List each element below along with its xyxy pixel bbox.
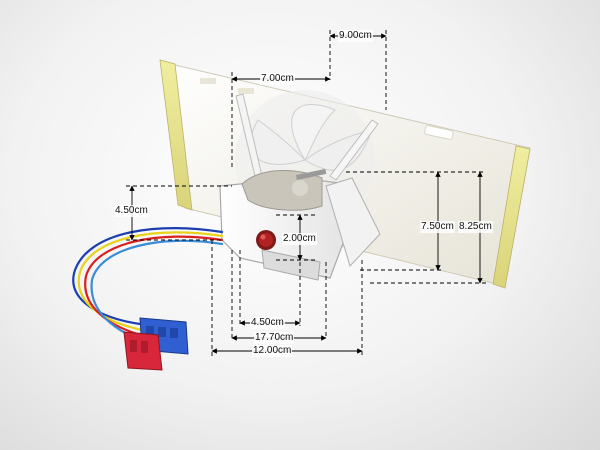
dim-base-c: 12.00cm <box>252 345 293 357</box>
dim-height-inner: 7.50cm <box>420 221 455 233</box>
dim-base-b: 17.70cm <box>254 332 295 344</box>
motor-housing <box>219 168 381 281</box>
dim-side-height-left: 4.50cm <box>114 205 149 217</box>
dim-base-a: 4.50cm <box>250 317 285 329</box>
dim-height-outer: 8.25cm <box>458 221 493 233</box>
window-lens <box>259 233 273 247</box>
dim-window-size: 2.00cm <box>282 233 317 245</box>
dim-fan-width: 7.00cm <box>260 73 295 85</box>
connector-plug <box>123 317 189 371</box>
dim-width-top: 9.00cm <box>338 30 373 42</box>
wire-harness <box>72 227 224 344</box>
